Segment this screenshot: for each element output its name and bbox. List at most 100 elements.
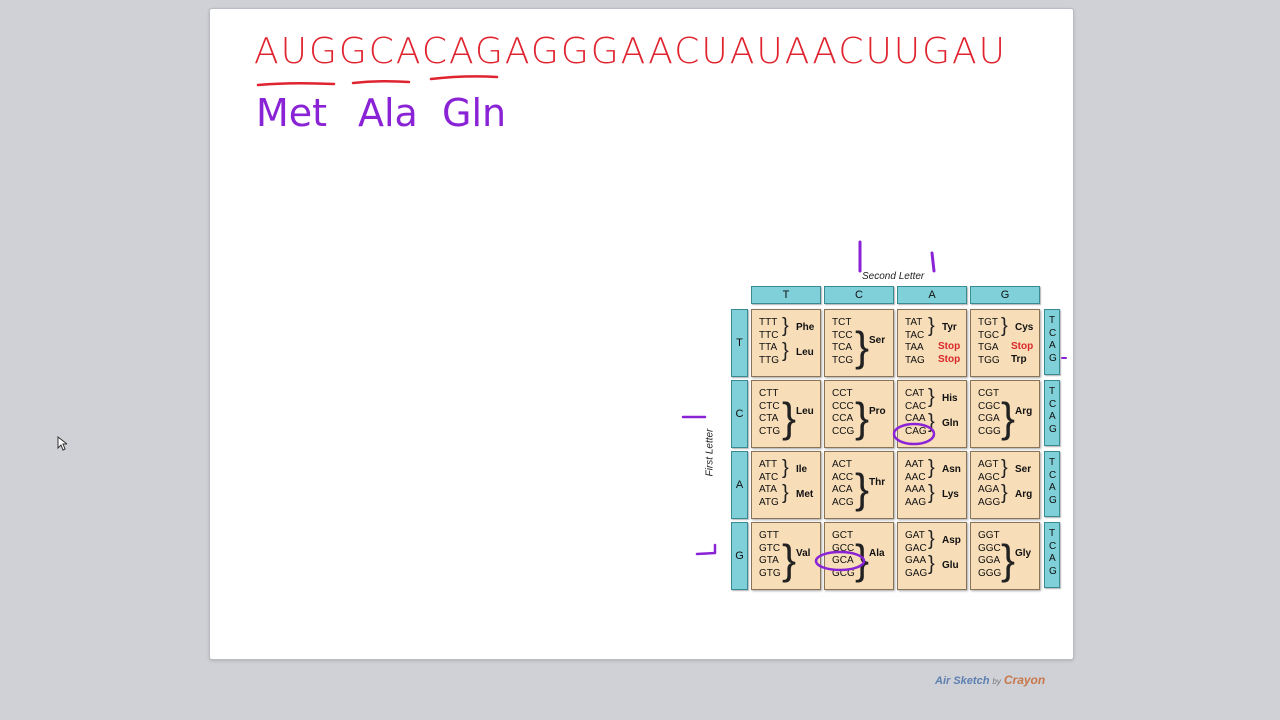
codon: CGC (978, 400, 1001, 412)
amino-acid-label: Thr (869, 477, 886, 488)
brace-glyph: } (1001, 482, 1008, 504)
whiteboard-canvas[interactable]: AUGGCACAGAGGGAACUAUAACUUGAU Met Ala Gln … (209, 8, 1074, 660)
amino-acid-label: Leu (796, 406, 814, 417)
codon: GCA (832, 555, 854, 566)
brace-glyph: } (928, 528, 935, 550)
codon: TGT (978, 317, 998, 328)
second-letter-c: C (824, 286, 894, 304)
codon: CGA (978, 413, 1000, 424)
brace-glyph: } (782, 536, 797, 583)
codon: GAA (905, 555, 927, 566)
codon: TTC (759, 329, 779, 341)
third-letter-column: T C A G (1044, 451, 1060, 517)
codon: ATG (759, 496, 779, 508)
brace-glyph: } (782, 394, 797, 441)
codon: CAG (905, 425, 927, 437)
brace-glyph: } (928, 553, 935, 575)
codon: GAG (905, 567, 928, 579)
amino-acid-label: Lys (942, 489, 959, 500)
codon: CGG (978, 425, 1001, 437)
codon: CTT (759, 388, 779, 399)
codon: GTG (759, 567, 781, 579)
codon: AGG (978, 496, 1001, 508)
codon: ACC (832, 471, 854, 483)
codon: GGA (978, 555, 1001, 566)
codon: CTA (759, 413, 779, 424)
codon: TAT (905, 317, 923, 328)
codon: AGA (978, 484, 1000, 495)
amino-acid-3: Gln (442, 91, 507, 135)
codon: CCT (832, 388, 853, 399)
brace-glyph: } (782, 340, 789, 362)
brace-glyph: } (928, 315, 935, 337)
third-letter-column: T C A G (1044, 522, 1060, 588)
brand-app-name: Air Sketch (935, 675, 990, 687)
brace-glyph: } (782, 315, 789, 337)
codon: TCT (832, 317, 852, 328)
codon: GCC (832, 542, 855, 554)
third-letter-text: T C A G (1049, 457, 1057, 506)
codon: AGT (978, 459, 999, 470)
amino-acid-label: Tyr (942, 322, 957, 333)
amino-acid-label: Gln (942, 418, 959, 429)
codon: TAG (905, 354, 925, 366)
third-letter-text: T C A G (1049, 315, 1057, 364)
codon: ATA (759, 484, 777, 495)
third-letter-text: T C A G (1049, 528, 1057, 577)
codon: CAA (905, 413, 926, 424)
codon: CAC (905, 400, 927, 412)
first-letter-t: T (731, 309, 748, 377)
amino-acid-label: Cys (1015, 322, 1034, 333)
codon: CCA (832, 413, 854, 424)
codon: GTA (759, 555, 779, 566)
amino-acid-label: Glu (942, 560, 959, 571)
codon: TTA (759, 342, 778, 353)
codon: AAG (905, 496, 927, 508)
amino-acid-label: Trp (1011, 354, 1027, 365)
brace-glyph: } (928, 457, 935, 479)
second-letter-title: Second Letter (862, 271, 925, 282)
brace-glyph: } (782, 457, 789, 479)
codon: GAT (905, 530, 925, 541)
codon: GTT (759, 530, 779, 541)
brace-glyph: } (855, 323, 870, 370)
codon: TTG (759, 354, 779, 366)
brace-glyph: } (855, 394, 870, 441)
codon-underlines (256, 75, 499, 87)
brand-maker: Crayon (1003, 673, 1046, 687)
amino-acid-label: Pro (869, 406, 886, 417)
codon: AAA (905, 484, 926, 495)
amino-acid-label: Asp (942, 535, 961, 546)
codon: TAC (905, 329, 925, 341)
brace-glyph: } (928, 411, 935, 433)
codon: TCA (832, 342, 852, 353)
amino-acid-label: Ala (869, 548, 885, 559)
codon: GTC (759, 542, 781, 554)
codon: ACG (832, 496, 854, 508)
brace-glyph: } (1001, 457, 1008, 479)
codon: ATT (759, 459, 778, 470)
codon: CCG (832, 425, 855, 437)
amino-acid-label: Ile (796, 464, 808, 475)
codon: TAA (905, 342, 924, 353)
codon: GGC (978, 542, 1001, 554)
codon: TTT (759, 317, 778, 328)
amino-acid-label: His (942, 393, 958, 404)
amino-acid-label: Gly (1015, 548, 1032, 559)
